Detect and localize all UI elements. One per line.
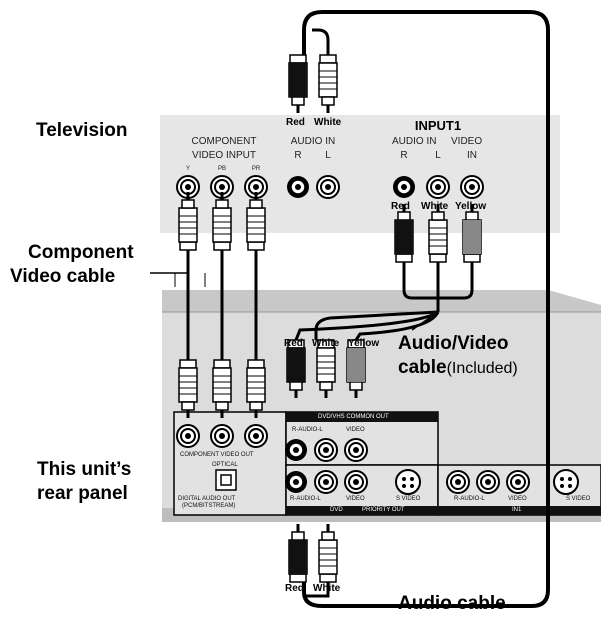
tv-input1-r: R [400, 150, 408, 161]
plug-out-yellow: Yellow [348, 338, 380, 349]
tv-audio-l: L [325, 150, 331, 161]
label-audio-cable: Audio cable [398, 593, 506, 614]
label-television: Television [36, 120, 128, 141]
plug-bottom-white: White [313, 583, 341, 594]
plug-out-red: Red [284, 338, 303, 349]
rp-s-video-2: S VIDEO [566, 496, 591, 502]
label-this-unit-2: rear panel [37, 483, 128, 504]
label-this-unit-1: This unit’s [37, 459, 132, 480]
rp-optical: OPTICAL [212, 462, 238, 468]
tv-comp-pr: PR [251, 166, 261, 172]
plug-top-white: White [314, 117, 342, 128]
rp-component-video-out: COMPONENT VIDEO OUT [180, 452, 254, 458]
tv-comp-y: Y [185, 166, 190, 172]
rp-dvd-vhs-common-out: DVD/VHS COMMON OUT [318, 414, 389, 420]
rp-dvd: DVD [330, 507, 343, 513]
optical-port [215, 469, 237, 491]
plug-top-red: Red [286, 117, 305, 128]
tv-input1-title: INPUT1 [414, 118, 462, 133]
rp-r-audio-l-3: R-AUDIO-L [454, 496, 485, 502]
audio-cable-loop [302, 10, 550, 608]
rp-digital-audio-out: DIGITAL AUDIO OUT [178, 496, 236, 502]
label-component-cable-2: Video cable [10, 266, 116, 287]
plug-in1-yellow: Yellow [455, 201, 487, 212]
label-av-cable-2: cable [398, 357, 447, 378]
tv-comp-pb: PB [217, 166, 226, 172]
rp-r-audio-l-1: R-AUDIO-L [292, 427, 323, 433]
rp-in1: IN1 [512, 507, 522, 513]
tv-component-title-1: COMPONENT [191, 136, 257, 147]
tv-input1-video: VIDEO [451, 136, 483, 147]
tv-input1-audio-in: AUDIO IN [392, 136, 437, 147]
rp-video-3: VIDEO [508, 496, 527, 502]
rp-pcm-bitstream: (PCM/BITSTREAM) [182, 503, 236, 509]
tv-audio-in-title: AUDIO IN [290, 136, 336, 147]
tv-component-title-2: VIDEO INPUT [192, 150, 256, 161]
label-av-cable-1: Audio/Video [398, 333, 509, 354]
plug-out-white: White [312, 338, 340, 349]
plug-in1-white: White [421, 201, 449, 212]
rp-video-2: VIDEO [346, 496, 365, 502]
rp-video-1: VIDEO [346, 427, 365, 433]
label-av-cable-2-wrap: cable(Included) [398, 357, 518, 379]
rp-s-video-1: S VIDEO [396, 496, 421, 502]
tv-input1-l: L [435, 150, 441, 161]
plug-bottom-red: Red [285, 583, 304, 594]
label-component-cable-1: Component [28, 242, 134, 263]
rp-priority-out: PRIORITY OUT [362, 507, 405, 513]
tv-audio-r: R [294, 150, 302, 161]
label-av-cable-included: (Included) [446, 360, 518, 377]
rp-r-audio-l-2: R-AUDIO-L [290, 496, 321, 502]
plug-in1-red: Red [391, 201, 410, 212]
tv-input1-in: IN [467, 150, 477, 161]
